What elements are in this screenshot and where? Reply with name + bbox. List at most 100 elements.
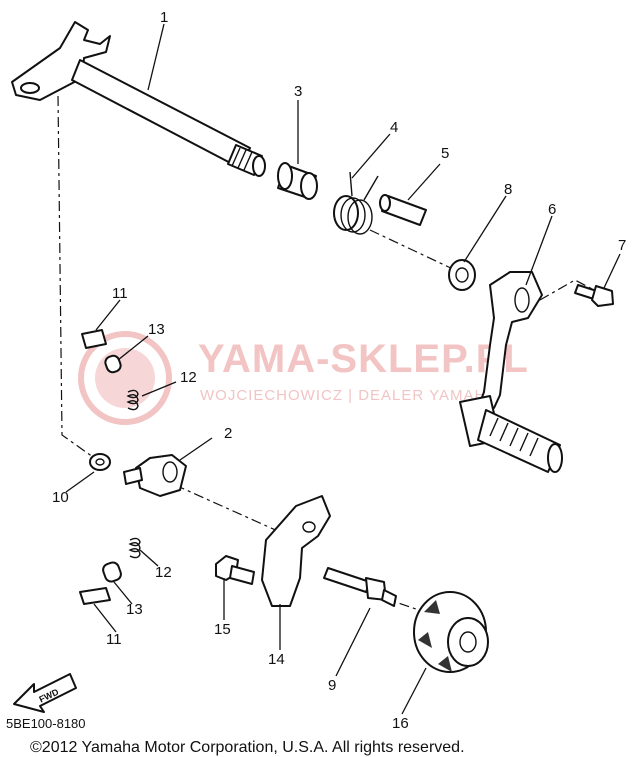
leader-7 xyxy=(603,253,621,289)
callout-16: 16 xyxy=(392,715,409,732)
segment xyxy=(261,495,331,607)
collar-front xyxy=(277,162,293,190)
stopper-lever-pin xyxy=(123,467,143,485)
stopper-lever-roller xyxy=(162,461,178,483)
leader-2 xyxy=(179,437,213,461)
small-washer-hole xyxy=(95,458,105,466)
shift-drum xyxy=(413,591,489,673)
shift-drum-face xyxy=(447,617,489,667)
clamp-bolt xyxy=(574,284,614,307)
watermark-title: YAMA-SKLEP.PL xyxy=(198,337,529,381)
spring-leg xyxy=(349,171,353,197)
spring-leg xyxy=(363,175,379,201)
spring-coil-3 xyxy=(347,199,373,235)
callout-numbers: 1 2 3 4 5 8 6 7 11 13 12 10 12 13 15 11 … xyxy=(52,9,626,732)
leader-12-upper xyxy=(141,381,177,397)
shift-pedal-rubber-end xyxy=(547,443,563,473)
grip-line xyxy=(489,417,499,437)
leader-16 xyxy=(401,667,427,715)
shift-drum-bore xyxy=(459,631,477,653)
callout-12-upper: 12 xyxy=(180,369,197,386)
cap-upper xyxy=(104,354,122,374)
stopper-set-upper xyxy=(81,329,139,411)
drum-tooth xyxy=(424,600,440,614)
torsion-spring xyxy=(333,171,379,235)
segment-bolt xyxy=(215,555,255,585)
small-washer xyxy=(89,453,111,471)
shift-pedal-lever xyxy=(477,271,543,409)
callout-3: 3 xyxy=(294,83,302,100)
shift-pedal-clamp-hole xyxy=(514,287,530,313)
shift-pedal xyxy=(459,271,563,473)
grip-line xyxy=(519,432,529,452)
collar xyxy=(277,162,318,200)
leader-10 xyxy=(65,471,95,493)
callout-15: 15 xyxy=(214,621,231,638)
cap-lower xyxy=(102,561,122,583)
segment-pin-tip xyxy=(381,589,397,607)
leader-lines xyxy=(65,23,621,715)
segment-hole xyxy=(302,521,316,533)
leader-5 xyxy=(407,163,441,201)
spline-line xyxy=(237,149,247,169)
watermark-logo-core xyxy=(95,348,155,408)
callout-14: 14 xyxy=(268,651,285,668)
collar-back xyxy=(300,172,318,200)
shift-shaft xyxy=(11,21,266,177)
shift-shaft-arm xyxy=(11,21,111,101)
shift-shaft-arm-hole xyxy=(20,82,40,94)
grip-line xyxy=(499,422,509,442)
fwd-arrow: FWD xyxy=(13,673,77,713)
spline-line xyxy=(243,151,253,171)
pin-end xyxy=(379,194,391,212)
leader-11-upper xyxy=(95,299,121,331)
spring-coil-2 xyxy=(340,197,366,233)
pin xyxy=(379,194,427,226)
leader-8 xyxy=(463,195,507,263)
stopper-lever-body xyxy=(135,454,187,497)
spring-upper xyxy=(126,389,139,411)
shift-pedal-rubber xyxy=(477,409,561,473)
rubber-grip-pattern xyxy=(489,417,539,457)
stopper-set-lower xyxy=(79,537,141,605)
callout-10: 10 xyxy=(52,489,69,506)
washer xyxy=(448,259,476,291)
shift-shaft-rod xyxy=(71,59,251,169)
segment-plate xyxy=(261,495,331,607)
callout-2: 2 xyxy=(224,425,232,442)
document-code: 5BE100-8180 xyxy=(6,716,86,731)
stopper-lower xyxy=(79,587,111,605)
washer-outer xyxy=(448,259,476,291)
stopper-upper xyxy=(81,329,107,349)
watermark-logo-ring xyxy=(78,331,172,425)
callout-7: 7 xyxy=(618,237,626,254)
grip-line xyxy=(529,437,539,457)
callout-11-upper: 11 xyxy=(112,285,128,302)
washer-hole xyxy=(455,267,469,283)
copyright-notice: ©2012 Yamaha Motor Corporation, U.S.A. A… xyxy=(30,739,465,756)
callout-9: 9 xyxy=(328,677,336,694)
leader-13-lower xyxy=(113,581,133,605)
spline-line xyxy=(231,147,241,167)
fwd-arrow-icon xyxy=(13,673,77,713)
leader-4 xyxy=(351,133,391,179)
center-line-shaft xyxy=(57,95,101,463)
callout-11-lower: 11 xyxy=(106,631,122,648)
leader-12-lower xyxy=(139,549,159,567)
callout-13-upper: 13 xyxy=(148,321,165,338)
leader-9 xyxy=(335,607,371,677)
center-line-segment xyxy=(174,484,281,533)
callout-8: 8 xyxy=(504,181,512,198)
callout-12-lower: 12 xyxy=(155,564,172,581)
center-line-spring-washer xyxy=(369,229,456,271)
drum-tooth xyxy=(438,656,452,672)
spring-lower xyxy=(128,537,141,559)
callout-5: 5 xyxy=(441,145,449,162)
leader-11-lower xyxy=(93,603,117,633)
leader-1 xyxy=(147,23,165,91)
callout-6: 6 xyxy=(548,201,556,218)
watermark: YAMA-SKLEP.PL WOJCIECHOWICZ | DEALER YAM… xyxy=(78,331,529,425)
callout-4: 4 xyxy=(390,119,398,136)
